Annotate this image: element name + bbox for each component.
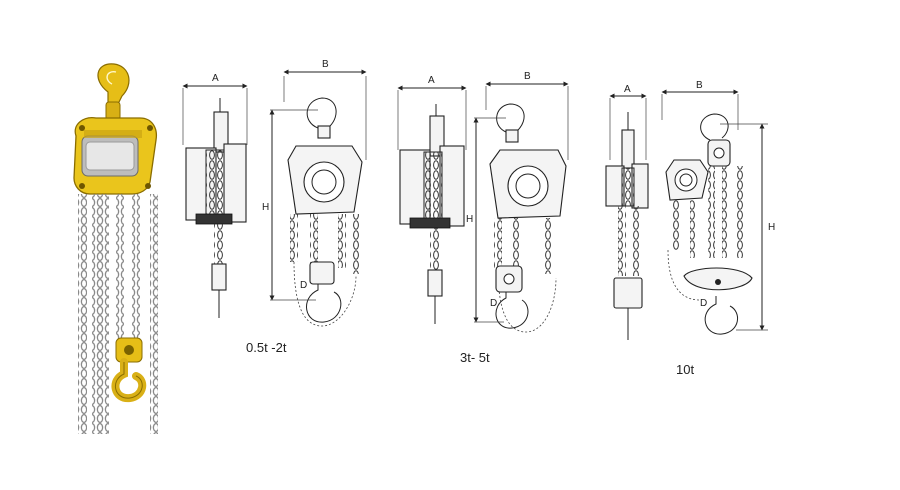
dim-d-label: D	[300, 280, 307, 291]
dim-a-label: A	[212, 73, 219, 84]
drawing-caption: 3t- 5t	[460, 350, 490, 365]
dim-a-label: A	[624, 84, 631, 95]
dim-d-label: D	[490, 298, 497, 309]
top-hook-icon	[97, 63, 130, 121]
product-photo	[73, 63, 158, 434]
dim-a-label: A	[428, 75, 435, 86]
side-view-large	[605, 93, 649, 340]
dim-h-label: H	[262, 202, 269, 213]
drawing-caption: 0.5t -2t	[246, 340, 287, 355]
dim-b-label: B	[322, 59, 329, 70]
hoist-body-icon	[73, 117, 158, 195]
drawing-large: A B H D 10t	[605, 80, 775, 377]
front-view-small	[269, 69, 367, 327]
dim-d-label: D	[700, 298, 707, 309]
side-view-small	[182, 83, 248, 318]
drawing-caption: 10t	[676, 362, 694, 377]
front-view-large	[661, 89, 768, 335]
drawing-small: A B H D 0.5t -2t	[182, 59, 367, 355]
front-view-medium	[473, 81, 569, 333]
dim-b-label: B	[524, 71, 531, 82]
hoist-chains-icon	[78, 194, 158, 434]
bottom-hook-icon	[111, 337, 147, 403]
dim-h-label: H	[466, 214, 473, 225]
side-view-medium	[397, 85, 467, 324]
dim-b-label: B	[696, 80, 703, 91]
dim-h-label: H	[768, 222, 775, 233]
drawing-medium: A B H D 3t- 5t	[397, 71, 569, 365]
